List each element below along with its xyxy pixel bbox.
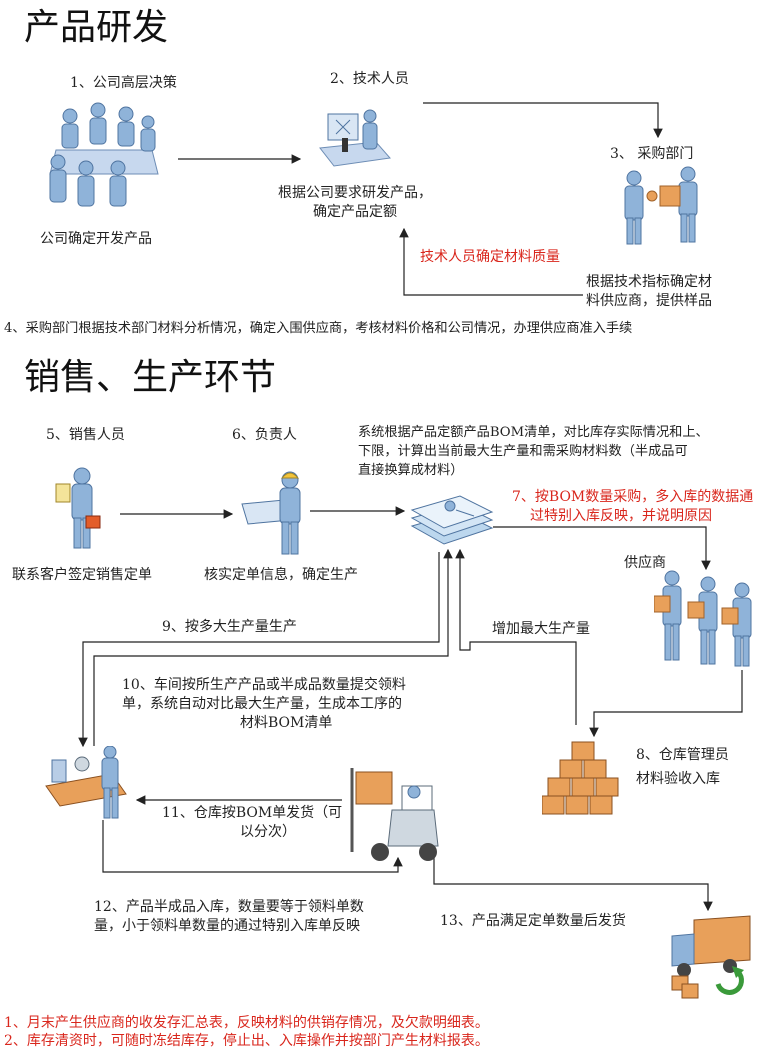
step1-caption: 公司确定开发产品 [40, 231, 152, 247]
step5-caption: 联系客户签定销售定单 [12, 567, 152, 583]
step11-line1: 11、仓库按BOM单发货（可 [162, 805, 343, 821]
step3-label: 3、 采购部门 [610, 146, 694, 162]
step10-line2: 单，系统自动对比最大生产量，生成本工序的 [122, 696, 402, 712]
step11-line2: 以分次） [240, 824, 296, 840]
step7-line2: 过特别入库反映，并说明原因 [530, 508, 712, 524]
section-title-sales: 销售、生产环节 [24, 357, 277, 398]
system-text-line3: 直接换算成材料） [358, 463, 464, 478]
arrow-3-to-2 [399, 227, 583, 296]
step7-line1: 7、按BOM数量采购，多入库的数据通 [512, 489, 754, 505]
arrow-system-to-workshop [78, 552, 440, 748]
step13-label: 13、产品满足定单数量后发货 [440, 913, 626, 929]
step10-line3: 材料BOM清单 [240, 715, 333, 731]
step5-label: 5、销售人员 [46, 427, 125, 443]
forklift-icon [350, 768, 439, 861]
step12-line2: 量，小于领料单数量的通过特别入库单反映 [94, 918, 360, 934]
meeting-icon [49, 102, 159, 207]
step4-text: 4、采购部门根据技术部门材料分析情况，确定入围供应商，考核材料价格和公司情况，办… [4, 321, 633, 336]
arrow-workshop-to-forklift [102, 820, 403, 873]
arrow-2-to-3 [423, 102, 663, 139]
technician-icon [319, 109, 391, 167]
supplier-icon [654, 570, 752, 667]
increase-label: 增加最大生产量 [492, 621, 590, 637]
arrow-warehouse-to-system [455, 548, 577, 725]
note-2: 2、库存清资时，可随时冻结库存，停止出、入库操作并按部门产生材料报表。 [4, 1033, 489, 1049]
step8-line1: 8、仓库管理员 [636, 747, 729, 763]
warehouse-boxes-icon [542, 741, 619, 815]
step2-caption-line2: 确定产品定额 [313, 204, 397, 220]
step2-label: 2、技术人员 [330, 71, 409, 87]
step12-line1: 12、产品半成品入库，数量要等于领料单数 [94, 899, 364, 915]
step6-caption: 核实定单信息，确定生产 [204, 567, 358, 583]
section-title-rd: 产品研发 [24, 7, 169, 48]
step2-caption-line1: 根据公司要求研发产品， [278, 185, 432, 201]
feedback-label: 技术人员确定材料质量 [420, 249, 560, 265]
step10-line1: 10、车间按所生产产品或半成品数量提交领料 [122, 677, 406, 693]
step3-caption-line1: 根据技术指标确定材 [586, 274, 712, 290]
manager-icon [241, 471, 301, 555]
arrow-forklift-to-truck [433, 858, 713, 912]
step6-label: 6、负责人 [232, 427, 297, 443]
purchasing-icon [624, 166, 698, 245]
arrow-workshop-to-system [93, 548, 453, 746]
sales-person-icon [55, 467, 101, 549]
step8-line2: 材料验收入库 [636, 771, 720, 787]
truck-icon [671, 915, 751, 999]
note-1: 1、月末产生供应商的收发存汇总表，反映材料的供销存情况，及欠款明细表。 [4, 1015, 489, 1031]
arrow-supplier-to-warehouse [589, 670, 743, 738]
step9-label: 9、按多大生产量生产 [162, 619, 297, 635]
workshop-icon [45, 746, 127, 819]
step3-caption-line2: 料供应商，提供样品 [586, 293, 712, 309]
arrow-system-to-supplier [493, 526, 711, 571]
system-text-line2: 下限，计算出当前最大生产量和需采购材料数（半成品可 [358, 444, 688, 459]
system-text-line1: 系统根据产品定额产品BOM清单，对比库存实际情况和上、 [358, 425, 709, 440]
supplier-label: 供应商 [624, 555, 666, 571]
step1-label: 1、公司高层决策 [70, 75, 177, 91]
system-documents-icon [410, 495, 494, 545]
